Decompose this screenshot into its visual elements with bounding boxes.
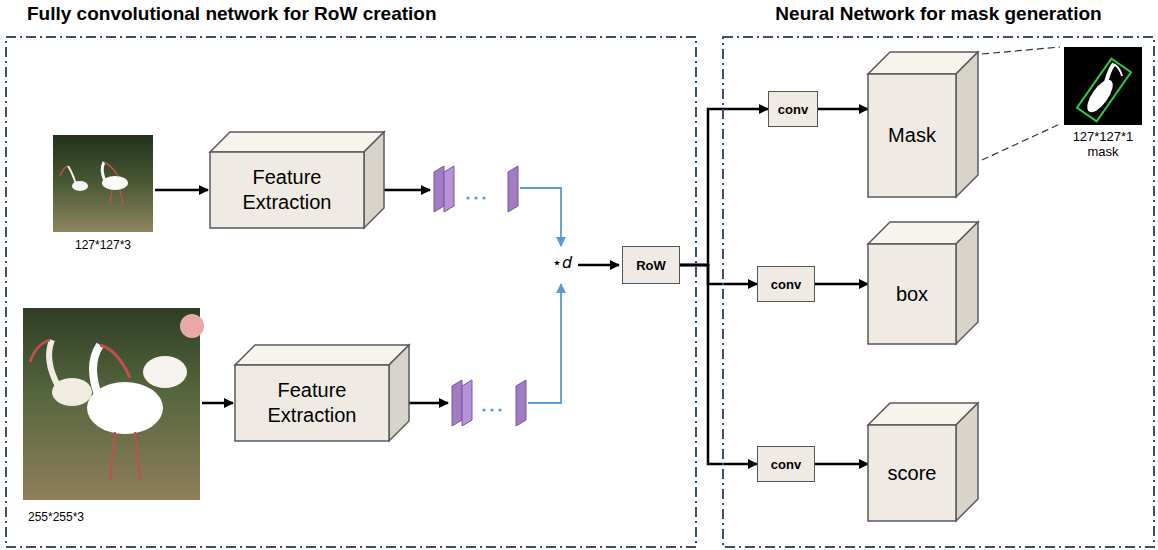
- leader-line: [982, 124, 1060, 160]
- feature-map: [462, 380, 472, 426]
- correlation-line: [520, 188, 561, 246]
- bird-beak: [100, 345, 130, 378]
- cube-face: Mask: [868, 74, 956, 197]
- input-arrow: [155, 189, 208, 192]
- dimension-label: 255*255*3: [21, 510, 91, 524]
- exemplar-photo: [53, 135, 153, 232]
- output-cube: box: [868, 222, 978, 344]
- bird-neck: [102, 162, 105, 181]
- cube-label: score: [882, 461, 943, 486]
- cube-front: [868, 244, 956, 344]
- feature-maps: [434, 166, 518, 212]
- operator-symbol: ⋆d: [549, 253, 575, 272]
- input-arrow: [202, 402, 233, 405]
- cube-side: [956, 222, 978, 344]
- cube-front: [868, 74, 956, 197]
- process-box: conv: [757, 266, 815, 302]
- dash-dot-border: [6, 37, 696, 547]
- feature-map: [444, 166, 454, 212]
- cube-face: Feature Extraction: [235, 365, 389, 441]
- flow-connector: [815, 283, 868, 286]
- process-cube: Feature Extraction: [235, 345, 409, 441]
- cube-face: score: [868, 425, 956, 521]
- cube-face: box: [868, 244, 956, 344]
- correlation-line: [528, 284, 561, 403]
- bird-neck: [49, 340, 58, 386]
- search-photo: [23, 308, 204, 500]
- cube-front: [210, 152, 364, 228]
- bird-beak: [60, 166, 67, 176]
- mask-image: [1064, 47, 1142, 125]
- mask-neck: [1106, 64, 1114, 82]
- cube-front: [868, 425, 956, 521]
- flow-connector: [680, 265, 757, 284]
- cube-side: [389, 345, 409, 441]
- mask-bird: [1083, 76, 1118, 116]
- bird-beak: [104, 162, 118, 176]
- cube-label: Mask: [882, 123, 942, 148]
- rotated-box: [1077, 59, 1131, 122]
- feature-map: [508, 166, 518, 212]
- process-box: conv: [757, 446, 815, 482]
- ellipsis-dot: [482, 408, 485, 411]
- cube-face: Feature Extraction: [210, 152, 364, 228]
- bird-body: [72, 181, 88, 191]
- feature-map: [452, 380, 462, 426]
- flow-connector: [680, 265, 757, 464]
- mask-ground: [1064, 47, 1142, 125]
- bird-neck: [68, 166, 76, 184]
- ellipsis-dot: [466, 196, 469, 199]
- cube-front: [235, 365, 389, 441]
- feature-map: [516, 380, 526, 426]
- process-cube: Feature Extraction: [210, 132, 384, 228]
- bird-neck: [93, 345, 100, 400]
- panel-heading: Fully convolutional network for RoW crea…: [27, 3, 437, 25]
- correlation-arrow: [578, 264, 619, 267]
- ellipsis-dot: [474, 196, 477, 199]
- box-label: RoW: [636, 258, 666, 273]
- bird-beak: [30, 340, 50, 362]
- ellipsis-dot: [498, 408, 501, 411]
- bird-legs: [110, 190, 123, 204]
- process-box: RoW: [622, 246, 680, 284]
- flamingo: [180, 314, 204, 338]
- ellipsis-dot: [482, 196, 485, 199]
- output-cube: score: [868, 403, 978, 521]
- feature-map: [434, 166, 444, 212]
- cube-side: [956, 52, 978, 197]
- bird-body: [102, 176, 128, 190]
- process-box: conv: [768, 91, 818, 127]
- feature-maps: [452, 380, 526, 426]
- box-label: conv: [771, 457, 801, 472]
- flow-connector: [815, 463, 868, 466]
- photo-ground: [53, 135, 153, 232]
- cube-label: Feature Extraction: [210, 165, 364, 215]
- flow-connector: [818, 108, 868, 111]
- cube-top: [210, 132, 384, 152]
- cube-top: [235, 345, 409, 365]
- photo-ground: [23, 308, 200, 500]
- region-panel: Fully convolutional network for RoW crea…: [5, 36, 697, 548]
- cube-label: Feature Extraction: [235, 378, 389, 428]
- dimension-label: 127*127*1 mask: [1063, 129, 1143, 159]
- panel-heading: Neural Network for mask generation: [722, 3, 1155, 25]
- box-label: conv: [771, 277, 801, 292]
- output-cube: Mask: [868, 52, 978, 197]
- region-panel: Neural Network for mask generationconvMa…: [722, 36, 1155, 548]
- cube-side: [364, 132, 384, 228]
- bird-body: [143, 356, 187, 388]
- dash-dot-border: [723, 37, 1154, 547]
- ellipsis-dot: [490, 408, 493, 411]
- dimension-label: 127*127*3: [53, 238, 153, 252]
- cube-side: [956, 403, 978, 521]
- box-label: conv: [778, 102, 808, 117]
- panel-outline: [5, 36, 697, 548]
- leader-line: [982, 47, 1060, 54]
- bird-legs: [110, 432, 140, 480]
- cube-label: box: [890, 282, 934, 307]
